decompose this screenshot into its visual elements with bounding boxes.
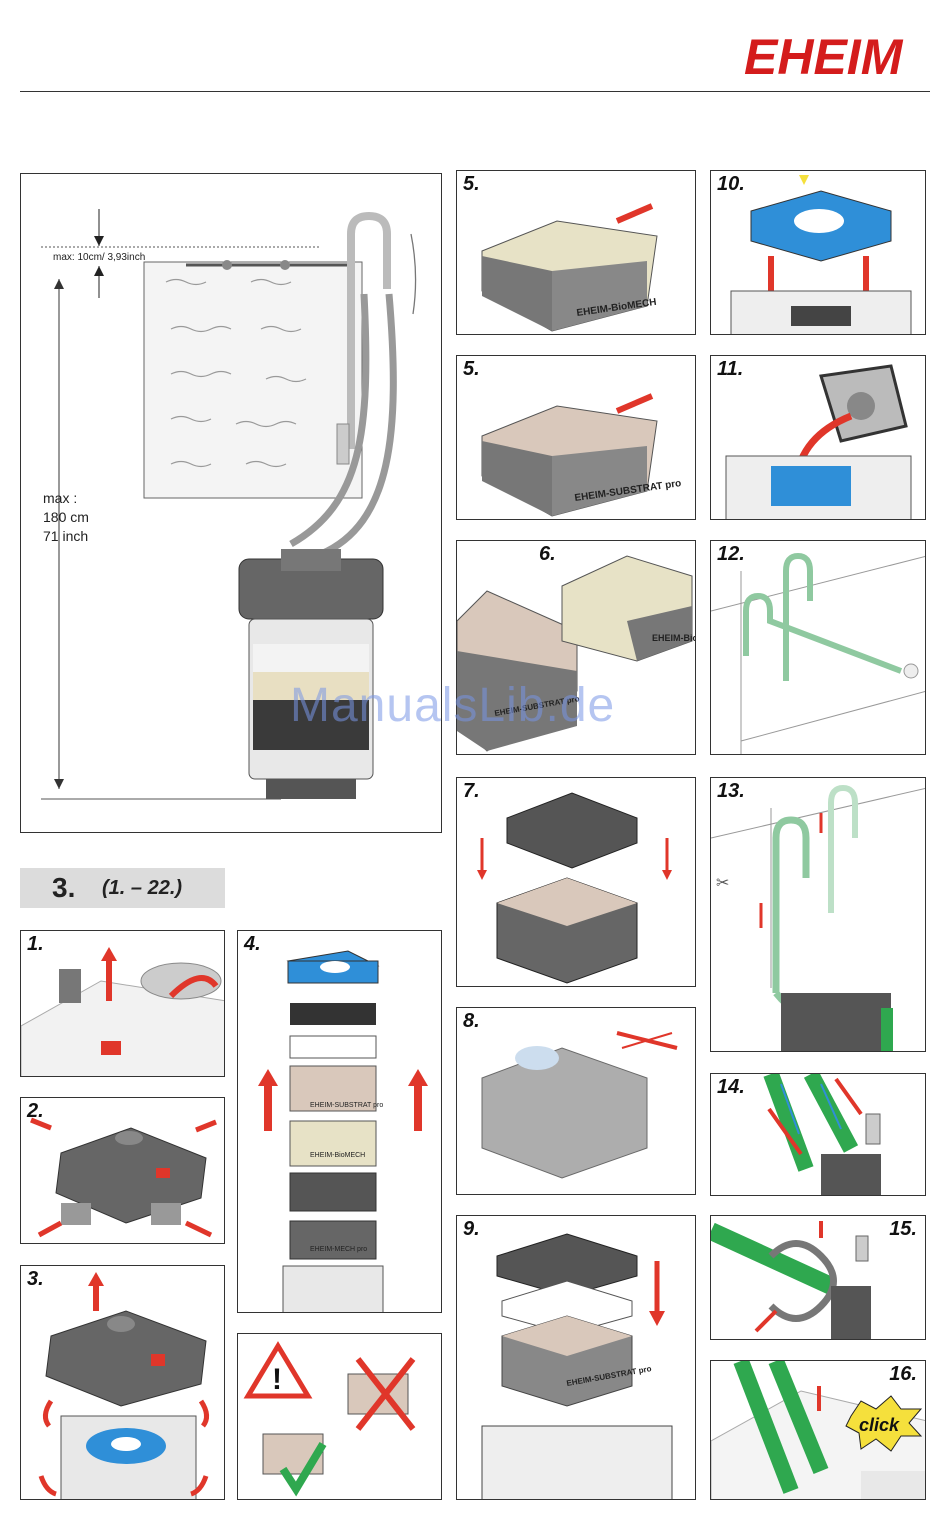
step-3-panel: 3.: [20, 1265, 225, 1500]
step-10-panel: 10.: [710, 170, 926, 335]
step-3-illustration: [21, 1266, 225, 1500]
aquarium-overview-panel: max: 10cm/ 3,93inch max : 180 cm 71 inch: [20, 173, 442, 833]
step-5b-illustration: EHEIM-SUBSTRAT pro: [457, 356, 696, 520]
step-5a-illustration: EHEIM-BioMECH: [457, 171, 696, 335]
max-depth-line: max :: [43, 489, 89, 508]
step-7-illustration: [457, 778, 696, 987]
step-2-panel: 2.: [20, 1097, 225, 1244]
step-number: 3.: [27, 1268, 44, 1291]
substrat-label: EHEIM-SUBSTRAT pro: [310, 1102, 383, 1109]
warning-illustration: !: [238, 1334, 442, 1500]
warning-panel: !: [237, 1333, 442, 1500]
step-number: 9.: [463, 1218, 480, 1241]
step-number: 5.: [463, 173, 480, 196]
step-number: 11.: [717, 358, 743, 381]
step-number: 8.: [463, 1010, 480, 1033]
step-number: 13.: [717, 780, 745, 803]
step-9-illustration: EHEIM-SUBSTRAT pro: [457, 1216, 696, 1500]
step-number: 15.: [889, 1218, 917, 1241]
section-range: (1. – 22.): [102, 877, 182, 900]
step-number: 12.: [717, 543, 745, 566]
click-label: click: [859, 1415, 900, 1435]
step-2-illustration: [21, 1098, 225, 1244]
step-8-panel: 8.: [456, 1007, 696, 1195]
step-13-panel: ✂ 13.: [710, 777, 926, 1052]
step-1-illustration: [21, 931, 225, 1077]
step-number: 1.: [27, 933, 44, 956]
step-12-illustration: [711, 541, 926, 755]
step-9-panel: EHEIM-SUBSTRAT pro 9.: [456, 1215, 696, 1500]
step-14-panel: 14.: [710, 1073, 926, 1196]
mech-pro-label: EHEIM-MECH pro: [310, 1246, 367, 1253]
header-divider: [20, 91, 930, 92]
step-number: 4.: [244, 933, 261, 956]
step-number: 2.: [27, 1100, 44, 1123]
step-4-illustration: EHEIM-SUBSTRAT pro EHEIM-BioMECH EHEIM-M…: [238, 931, 442, 1313]
svg-text:!: !: [272, 1363, 282, 1396]
step-number: 16.: [889, 1363, 917, 1386]
step-12-panel: 12.: [710, 540, 926, 755]
max-height-label: max: 10cm/ 3,93inch: [53, 252, 145, 263]
max-depth-label: max : 180 cm 71 inch: [43, 489, 89, 546]
max-depth-line: 71 inch: [43, 527, 89, 546]
svg-text:EHEIM: EHEIM: [744, 30, 904, 80]
biomech-label: EHEIM-BioME: [652, 633, 696, 643]
step-number: 5.: [463, 358, 480, 381]
step-8-illustration: [457, 1008, 696, 1195]
step-4-panel: EHEIM-SUBSTRAT pro EHEIM-BioMECH EHEIM-M…: [237, 930, 442, 1313]
step-number: 7.: [463, 780, 480, 803]
step-5a-panel: EHEIM-BioMECH 5.: [456, 170, 696, 335]
step-number: 10.: [717, 173, 745, 196]
svg-text:✂: ✂: [716, 873, 729, 892]
watermark: ManualsLib.de: [290, 678, 615, 733]
step-5b-panel: EHEIM-SUBSTRAT pro 5.: [456, 355, 696, 520]
section-heading: 3. (1. – 22.): [20, 868, 225, 908]
step-7-panel: 7.: [456, 777, 696, 987]
step-13-illustration: ✂: [711, 778, 926, 1052]
step-15-panel: 15.: [710, 1215, 926, 1340]
eheim-logo: EHEIM: [742, 30, 932, 80]
step-11-panel: 11.: [710, 355, 926, 520]
biomech-label: EHEIM-BioMECH: [310, 1152, 365, 1159]
step-16-panel: click 16.: [710, 1360, 926, 1500]
step-number: 6.: [539, 543, 556, 566]
max-depth-line: 180 cm: [43, 508, 89, 527]
section-number: 3.: [52, 872, 75, 904]
step-1-panel: 1.: [20, 930, 225, 1077]
step-number: 14.: [717, 1076, 745, 1099]
